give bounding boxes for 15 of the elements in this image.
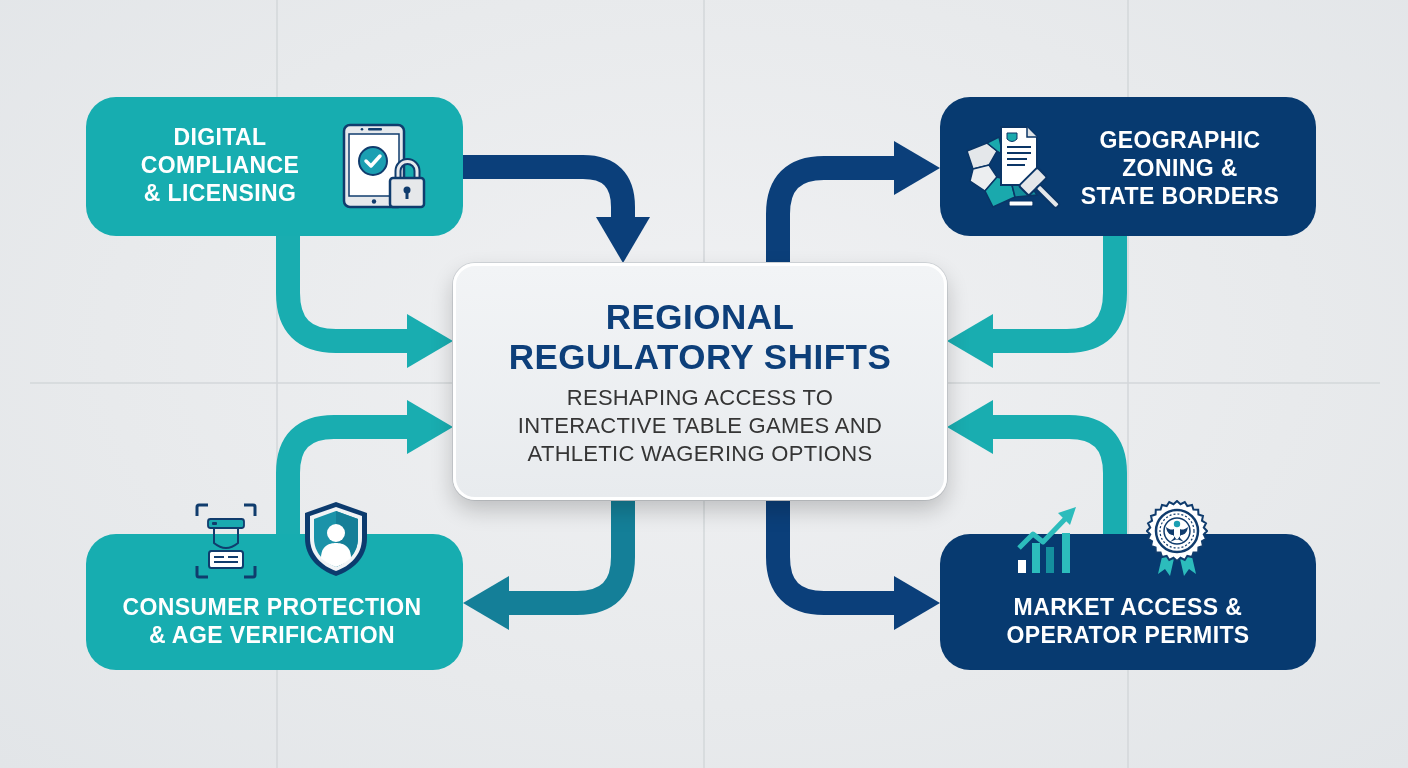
box-label: CONSUMER PROTECTION & AGE VERIFICATION bbox=[121, 593, 423, 649]
flow-arrow bbox=[947, 400, 1127, 534]
box-title: REGIONAL REGULATORY SHIFTS bbox=[507, 297, 893, 377]
flow-arrow bbox=[276, 400, 453, 534]
flow-arrow bbox=[463, 155, 650, 263]
topic-box bbox=[940, 97, 1316, 236]
topic-box bbox=[940, 534, 1316, 670]
box-subtitle: RESHAPING ACCESS TO INTERACTIVE TABLE GAMES AND ATHLETIC WAGERING OPTIONS bbox=[516, 384, 884, 468]
central-box bbox=[453, 263, 947, 500]
box-label: DIGITAL COMPLIANCE & LICENSING bbox=[139, 123, 301, 207]
box-label: MARKET ACCESS & OPERATOR PERMITS bbox=[1005, 593, 1251, 649]
flow-arrow bbox=[276, 236, 453, 368]
topic-box bbox=[86, 534, 463, 670]
box-label: GEOGRAPHIC ZONING & STATE BORDERS bbox=[1079, 126, 1281, 210]
flow-arrow bbox=[947, 236, 1127, 368]
